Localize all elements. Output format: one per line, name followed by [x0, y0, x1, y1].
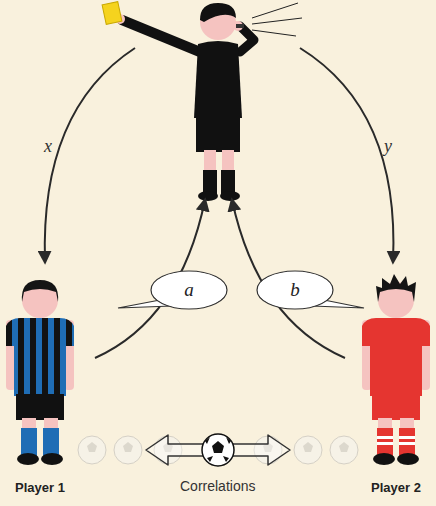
arrow-x	[45, 48, 135, 262]
football	[202, 434, 234, 466]
player2-figure	[362, 274, 430, 465]
arrow-y	[300, 48, 393, 262]
signal-label: y	[384, 136, 392, 157]
bubble-text: b	[256, 270, 334, 310]
arrow-player2-up	[232, 200, 345, 358]
referee-figure	[102, 2, 302, 201]
player-node: Player 2	[358, 268, 434, 495]
player-node: Player 1	[2, 268, 78, 495]
correlation-arrow	[146, 435, 290, 465]
player1-figure	[6, 280, 74, 465]
caption-label: Correlations	[180, 478, 255, 494]
player-name: Player 2	[348, 480, 436, 495]
player-name: Player 1	[0, 480, 88, 495]
signal-label: x	[44, 136, 52, 157]
bubble-text: a	[150, 270, 228, 310]
speech-bubble: a	[150, 270, 228, 310]
speech-bubble: b	[256, 270, 334, 310]
